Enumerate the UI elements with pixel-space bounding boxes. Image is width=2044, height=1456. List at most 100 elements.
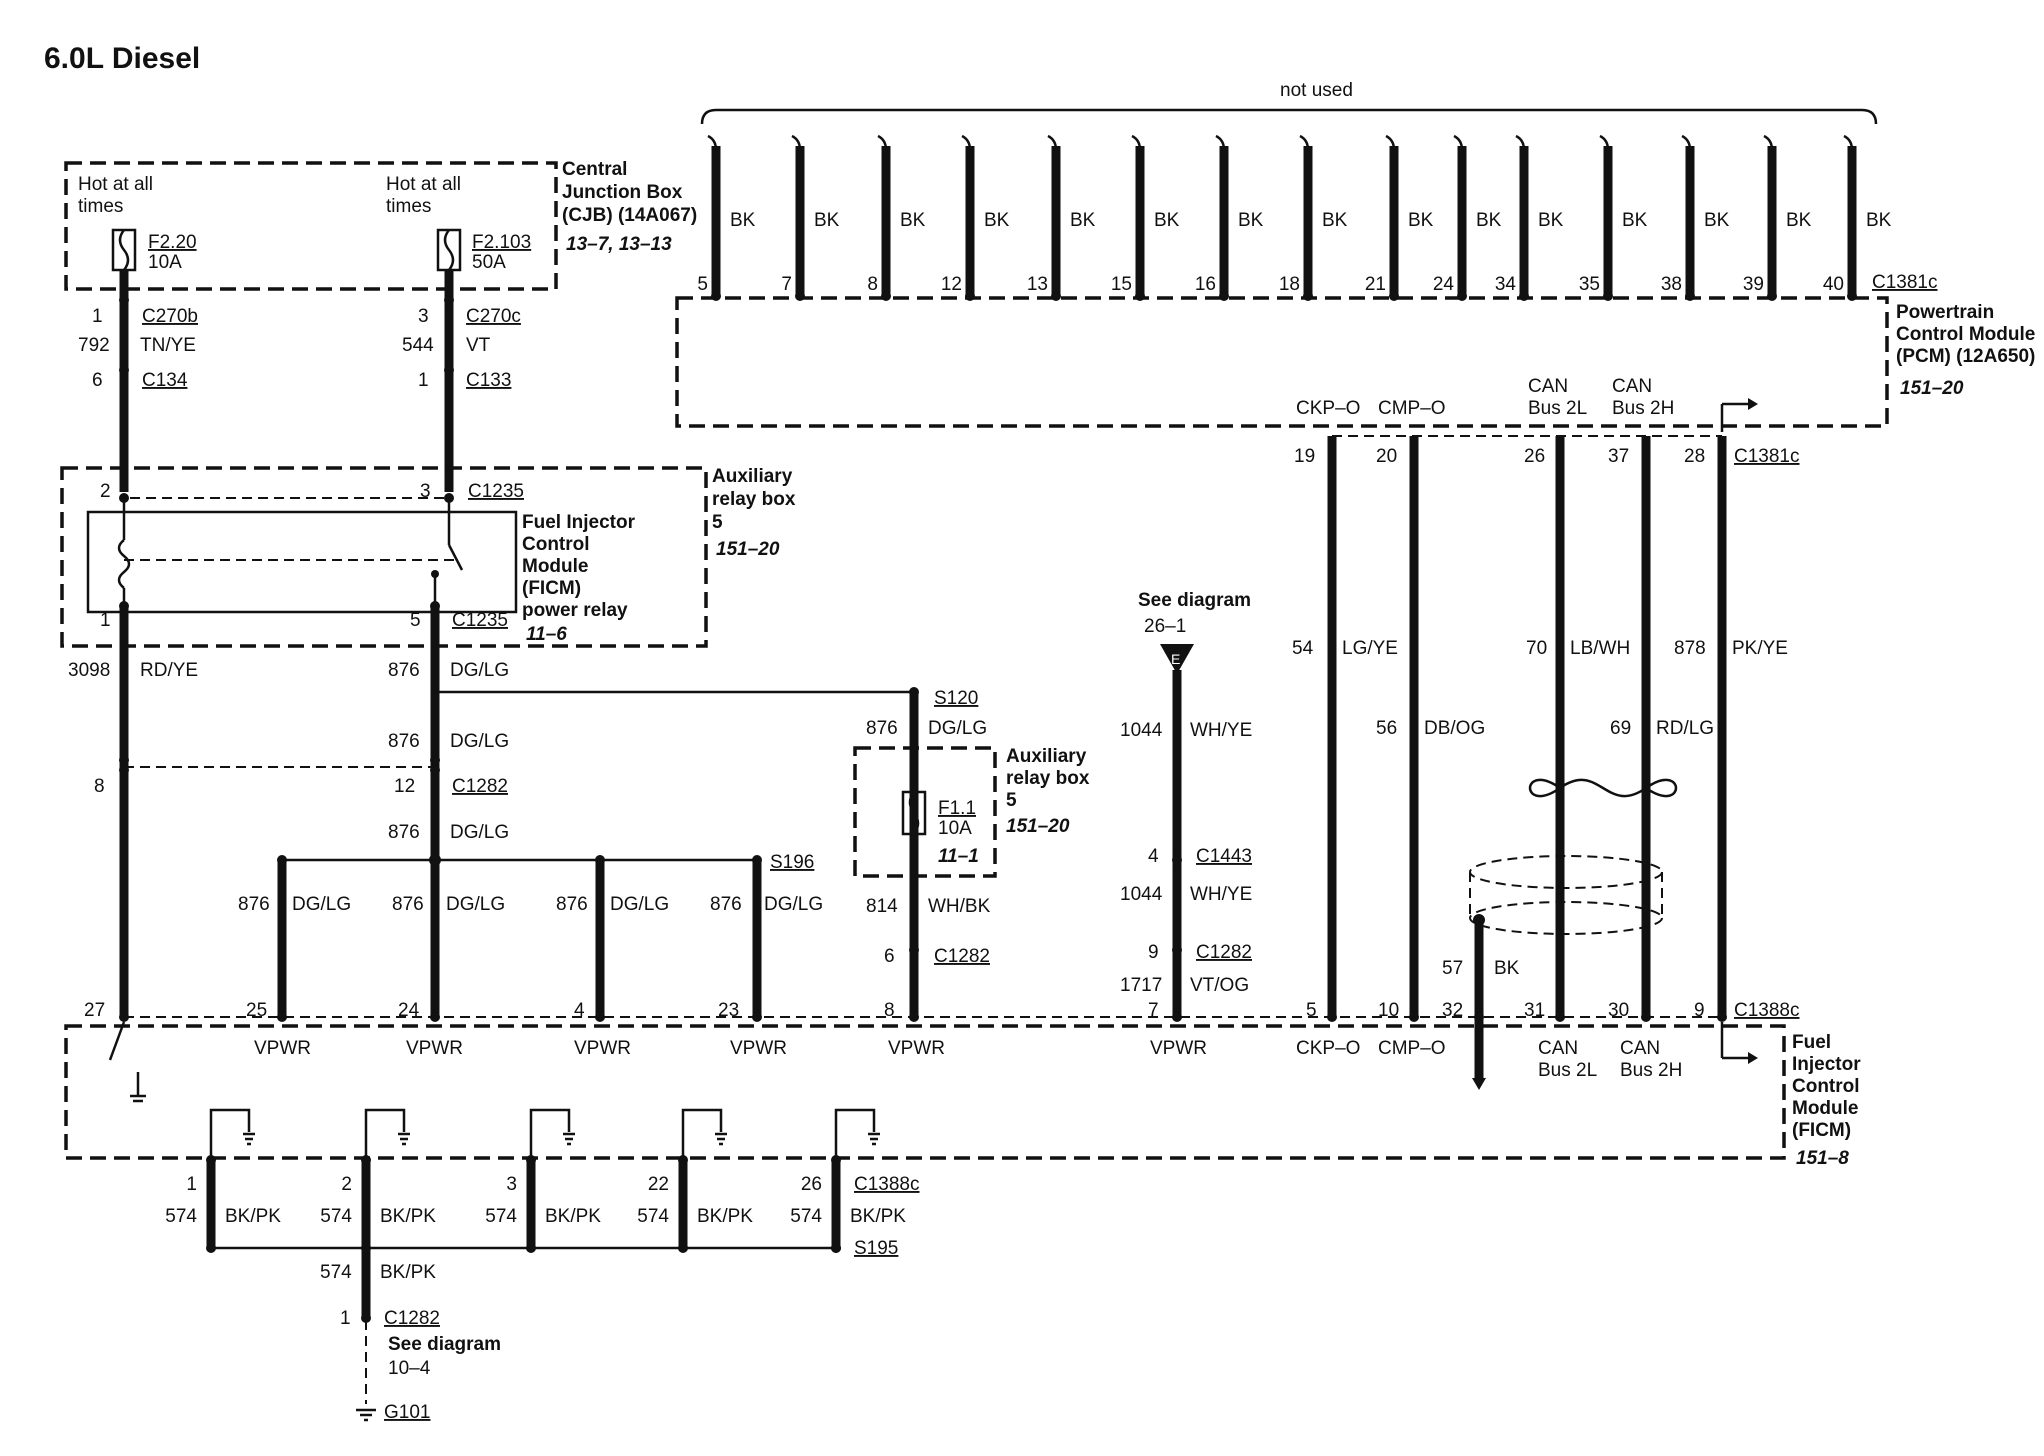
ficm-canh-2: Bus 2H (1620, 1060, 1682, 1081)
dglg-c1282-pin: 12 (394, 776, 415, 797)
unused-wire-color: BK (1866, 210, 1892, 231)
ficm-pin-5: 5 (1306, 1000, 1317, 1021)
w2-conn2: C133 (466, 370, 511, 391)
pcm-pin-20: 20 (1376, 446, 1397, 467)
unused-wire-color: BK (1070, 210, 1096, 231)
unused-wire-pin: 34 (1495, 274, 1517, 295)
unused-wire-color: BK (1238, 210, 1264, 231)
drop4-circuit: 876 (710, 894, 742, 915)
fuse-f1-1-rating: 10A (938, 818, 972, 839)
auxiliary-relay-box-1: Auxiliary relay box 5 151–20 Fuel Inject… (60, 466, 796, 648)
cjb-hot-left-1: Hot at all (78, 174, 153, 195)
pcm-connector-top: C1381c (1872, 272, 1938, 293)
drop3-color: DG/LG (610, 894, 669, 915)
relay-name-3: Module (522, 556, 589, 577)
arb2-in-circuit: 876 (866, 718, 898, 739)
unused-wire-terminal (1219, 291, 1229, 301)
ground-wire-color: BK/PK (225, 1206, 281, 1227)
see-e-ficm-pin: 7 (1148, 1000, 1159, 1021)
relay-name-1: Fuel Injector (522, 512, 636, 533)
ficm-ground-bracket (834, 1108, 876, 1158)
cjb-pages: 13–7, 13–13 (566, 234, 672, 255)
w1-color: TN/YE (140, 335, 196, 356)
ground-wire-pin: 26 (801, 1174, 822, 1195)
unused-wire-color: BK (814, 210, 840, 231)
wire-69-color: RD/LG (1656, 718, 1714, 739)
gnd-out-circuit: 574 (320, 1262, 352, 1283)
ground-wire-terminal (361, 1155, 371, 1165)
wire-878-circuit: 878 (1674, 638, 1706, 659)
ground-symbol-icon (715, 1132, 727, 1146)
see-e-c1282-pin: 9 (1148, 942, 1159, 963)
cjb-hot-right-1: Hot at all (386, 174, 461, 195)
ficm-connector-top: C1388c (1734, 1000, 1800, 1021)
arb2-in-color: DG/LG (928, 718, 987, 739)
pcm-ficm-wires: 19 20 26 37 28 54 LG/YE 56 DB/OG 70 LB/W… (1292, 436, 1788, 1021)
dglg-color-1: DG/LG (450, 660, 509, 681)
arb2-out-color: WH/BK (928, 896, 991, 917)
vpwr-1: VPWR (254, 1038, 311, 1059)
ficm-pages: 151–8 (1796, 1148, 1849, 1169)
gnd-c1282: C1282 (384, 1308, 440, 1329)
unused-wire-terminal (1603, 291, 1613, 301)
ficm-ckp-label: CKP–O (1296, 1038, 1360, 1059)
pcm-pin-28: 28 (1684, 446, 1705, 467)
wire-54-color: LG/YE (1342, 638, 1398, 659)
w2-circuit: 544 (402, 335, 434, 356)
cjb-name-line-2: Junction Box (562, 182, 683, 203)
ficm-name-5: (FICM) (1792, 1120, 1851, 1141)
unused-wire-pin: 24 (1433, 274, 1455, 295)
ficm-pin-30: 30 (1608, 1000, 1629, 1021)
unused-wire-pin: 40 (1823, 274, 1844, 295)
see-e-c1282: C1282 (1196, 942, 1252, 963)
wire-54-circuit: 54 (1292, 638, 1314, 659)
ficm-ground-bracket (529, 1108, 571, 1158)
ground-wire-color: BK/PK (850, 1206, 906, 1227)
wire-878-color: PK/YE (1732, 638, 1788, 659)
unused-wire-pin: 16 (1195, 274, 1216, 295)
unused-wire-pin: 38 (1661, 274, 1682, 295)
unused-wire-color: BK (984, 210, 1010, 231)
pcm-name-3: (PCM) (12A650) (1896, 346, 2035, 367)
drop2-pin: 24 (398, 1000, 420, 1021)
dglg-color-3: DG/LG (450, 822, 509, 843)
arb2-out-circuit: 814 (866, 896, 898, 917)
shield-circuit: 57 (1442, 958, 1463, 979)
w2-pin2: 1 (418, 370, 429, 391)
ficm-pin-10: 10 (1378, 1000, 1399, 1021)
arb1-pin-d: 5 (410, 610, 421, 631)
vpwr-3: VPWR (574, 1038, 631, 1059)
ficm-ground-bracket (681, 1108, 723, 1158)
arb2-c1282: C1282 (934, 946, 990, 967)
gnd-see-label: See diagram (388, 1334, 501, 1355)
dglg-c1282: C1282 (452, 776, 508, 797)
powertrain-control-module: C1381c Powertrain Control Module (PCM) (… (675, 272, 2035, 467)
w2-conn1: C270c (466, 306, 521, 327)
unused-wire-pin: 15 (1111, 274, 1132, 295)
unused-wire-color: BK (900, 210, 926, 231)
ficm-ground-bracket (364, 1108, 406, 1158)
unused-wire-color: BK (1154, 210, 1180, 231)
relay-name-2: Control (522, 534, 590, 555)
shield-color: BK (1494, 958, 1520, 979)
splice-s195: S195 (854, 1238, 898, 1259)
shield-pin: 32 (1442, 1000, 1463, 1021)
relay-name-5: power relay (522, 600, 628, 621)
ficm-name-2: Injector (1792, 1054, 1861, 1075)
dglg-circuit-2: 876 (388, 731, 420, 752)
arb1-name-3: 5 (712, 512, 723, 533)
relay-pages: 11–6 (526, 624, 567, 645)
arb2-c1282-pin: 6 (884, 946, 895, 967)
drop3-pin: 4 (574, 1000, 585, 1021)
rdye-color: RD/YE (140, 660, 198, 681)
ground-symbol-icon (398, 1132, 410, 1146)
fuse-f2-20-rating: 10A (148, 252, 182, 273)
arb1-pin-c: 1 (100, 610, 111, 631)
unused-wire-color: BK (1704, 210, 1730, 231)
vpwr-4: VPWR (730, 1038, 787, 1059)
gnd-c1282-pin: 1 (340, 1308, 351, 1329)
ficm-cmp-label: CMP–O (1378, 1038, 1446, 1059)
see-e-color2: WH/YE (1190, 884, 1252, 905)
ground-wire-pin: 3 (506, 1174, 517, 1195)
